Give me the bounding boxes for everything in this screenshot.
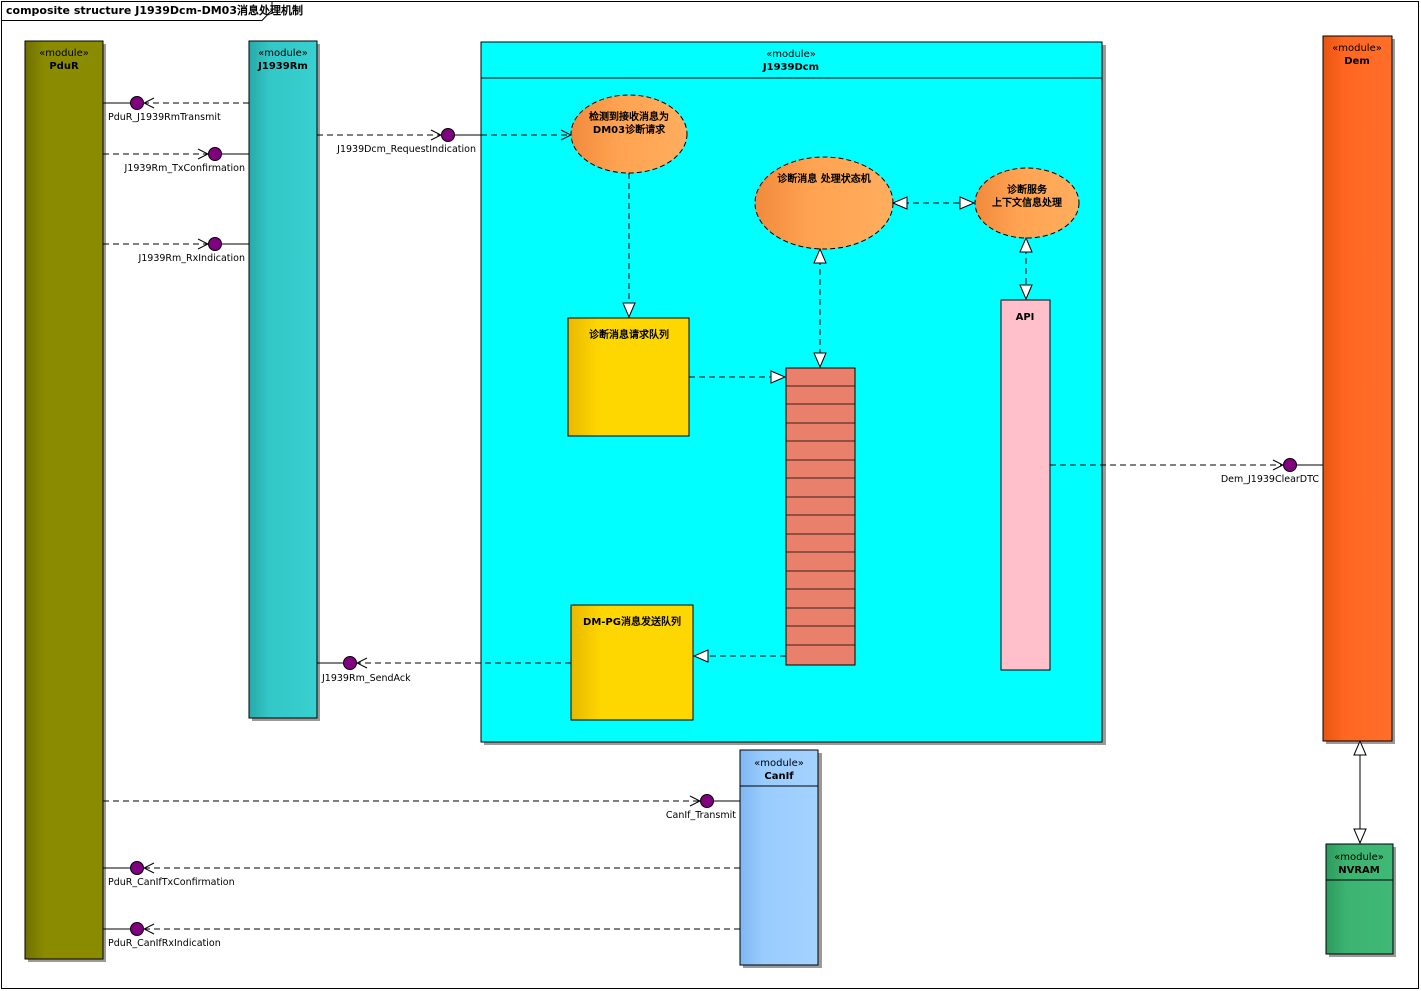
send-queue-box[interactable]: DM-PG消息发送队列 xyxy=(570,604,694,721)
nvram-name: NVRAM xyxy=(1338,865,1380,876)
buffer-slots xyxy=(786,385,855,646)
port-dem-cleardtc-icon[interactable] xyxy=(1283,458,1297,472)
detect-dm03-line1: 检测到接收消息为 xyxy=(589,110,669,123)
port-pdur-transmit-icon[interactable] xyxy=(130,96,144,110)
j1939dcm-stereotype: «module» xyxy=(766,49,816,60)
module-canif[interactable]: «module» CanIf xyxy=(739,749,819,966)
port-canif-transmit-icon[interactable] xyxy=(700,794,714,808)
module-dem[interactable]: «module» Dem xyxy=(1322,35,1393,742)
port-labels: PduR_J1939RmTransmit J1939Rm_TxConfirmat… xyxy=(108,112,1319,949)
nvram-stereotype: «module» xyxy=(1334,852,1384,863)
api-label: API xyxy=(1016,312,1035,323)
label-pdur-canifrxindication: PduR_CanIfRxIndication xyxy=(108,938,221,949)
module-pdur[interactable]: «module» PduR xyxy=(24,40,104,960)
dem-stereotype: «module» xyxy=(1332,43,1382,54)
port-rm-sendack-icon[interactable] xyxy=(343,656,357,670)
pdur-name: PduR xyxy=(49,61,79,72)
ports xyxy=(130,96,1297,936)
send-queue-label: DM-PG消息发送队列 xyxy=(583,615,681,628)
state-machine-label: 诊断消息 处理状态机 xyxy=(777,172,870,185)
module-j1939rm[interactable]: «module» J1939Rm xyxy=(248,40,318,719)
pdur-stereotype: «module» xyxy=(39,48,89,59)
dem-name: Dem xyxy=(1344,56,1370,67)
frame-title: composite structure J1939Dcm-DM03消息处理机制 xyxy=(6,3,303,17)
canif-name: CanIf xyxy=(764,771,794,782)
label-canif-transmit: CanIf_Transmit xyxy=(666,810,736,821)
port-rm-rxind-icon[interactable] xyxy=(208,237,222,251)
request-queue-box[interactable]: 诊断消息请求队列 xyxy=(567,317,690,437)
port-rm-txconf-icon[interactable] xyxy=(208,147,222,161)
label-pdur-caniftxconfirmation: PduR_CanIfTxConfirmation xyxy=(108,877,235,888)
ellipse-context[interactable]: 诊断服务 上下文信息处理 xyxy=(974,167,1080,239)
label-j1939dcm-requestindication: J1939Dcm_RequestIndication xyxy=(336,144,476,155)
label-j1939rm-txconfirmation: J1939Rm_TxConfirmation xyxy=(124,163,245,174)
request-queue-label: 诊断消息请求队列 xyxy=(589,328,669,341)
connectors xyxy=(103,103,1360,929)
j1939rm-stereotype: «module» xyxy=(258,48,308,59)
j1939rm-name: J1939Rm xyxy=(257,61,308,72)
detect-dm03-line2: DM03诊断请求 xyxy=(593,123,666,136)
message-buffer[interactable] xyxy=(785,367,856,666)
label-pdur-j1939rm-transmit: PduR_J1939RmTransmit xyxy=(108,112,221,123)
ellipse-state-machine[interactable]: 诊断消息 处理状态机 xyxy=(754,156,894,250)
module-nvram[interactable]: «module» NVRAM xyxy=(1325,843,1394,955)
canif-stereotype: «module» xyxy=(754,758,804,769)
port-dcm-reqind-icon[interactable] xyxy=(441,128,455,142)
port-pdur-caniftxconf-icon[interactable] xyxy=(130,861,144,875)
label-j1939rm-rxindication: J1939Rm_RxIndication xyxy=(137,253,245,264)
port-pdur-canifrxind-icon[interactable] xyxy=(130,922,144,936)
j1939dcm-name: J1939Dcm xyxy=(762,62,819,73)
label-j1939rm-sendack: J1939Rm_SendAck xyxy=(321,673,411,684)
ellipse-detect-dm03[interactable]: 检测到接收消息为 DM03诊断请求 xyxy=(570,94,688,174)
context-line2: 上下文信息处理 xyxy=(992,196,1062,209)
context-line1: 诊断服务 xyxy=(1007,183,1048,196)
api-box[interactable]: API xyxy=(1000,299,1051,671)
label-dem-j1939cleardtc: Dem_J1939ClearDTC xyxy=(1221,474,1320,485)
